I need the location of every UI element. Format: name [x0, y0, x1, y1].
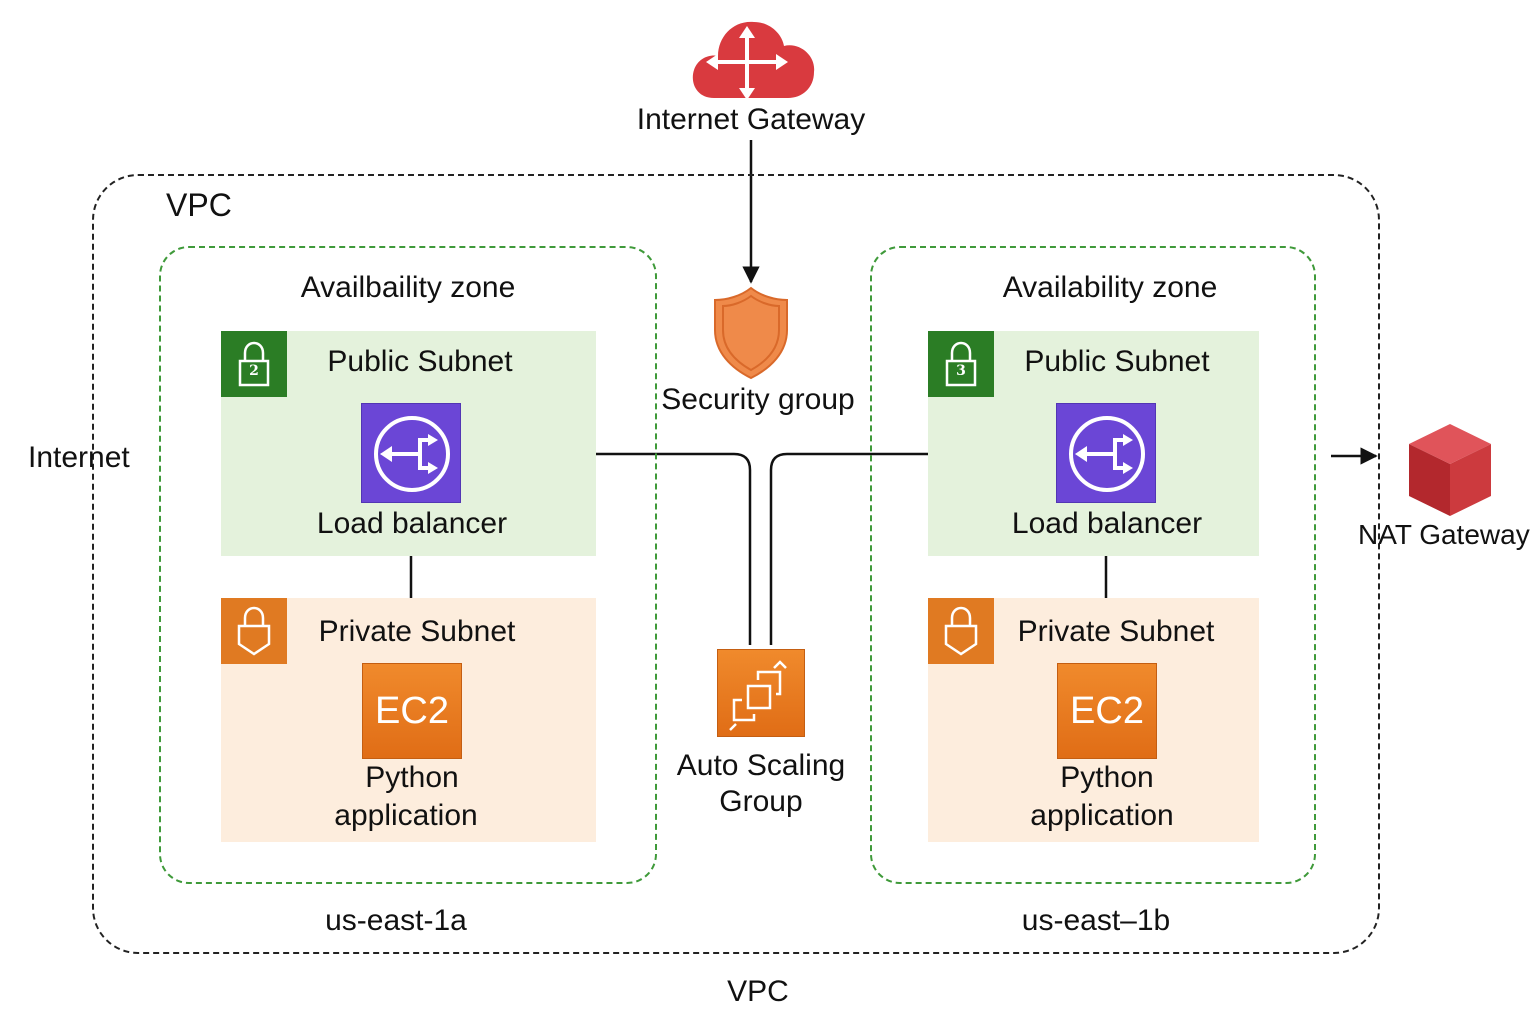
load-balancer-b: [1056, 403, 1156, 503]
load-balancer-icon: [1069, 416, 1145, 492]
region-a-label: us-east-1a: [325, 904, 467, 937]
asg-to-lb-right-arrow: [769, 445, 1054, 645]
private-subnet-a-badge: [221, 598, 287, 664]
ec2-b-label: EC2: [1070, 689, 1144, 732]
lock-icon: [945, 341, 977, 387]
shield-lock-icon: [237, 606, 271, 656]
auto-scaling-group: [717, 649, 805, 737]
python-app-a-line1: Python: [365, 761, 459, 794]
private-subnet-a-label: Private Subnet: [318, 615, 516, 648]
vpc-boundary: [92, 174, 1380, 954]
availability-zone-b: [870, 246, 1316, 884]
python-app-b-line2: application: [1030, 799, 1174, 832]
public-subnet-a-label: Public Subnet: [327, 345, 513, 378]
internet-gateway-label: Internet Gateway: [636, 103, 866, 136]
availability-zone-a: [159, 246, 657, 884]
internet-gateway: [690, 12, 818, 100]
public-subnet-a-badge: 2: [221, 331, 287, 397]
security-group: [713, 286, 789, 380]
load-balancer-a-label: Load balancer: [316, 507, 508, 540]
private-subnet-b-label: Private Subnet: [1017, 615, 1215, 648]
public-subnet-b-label: Public Subnet: [1024, 345, 1210, 378]
auto-scaling-icon: [729, 660, 787, 731]
vpc-label-bottom: VPC: [727, 975, 789, 1008]
ec2-a: EC2: [362, 663, 462, 759]
ec2-b: EC2: [1057, 663, 1157, 759]
lock-icon: [238, 341, 270, 387]
region-b-label: us-east–1b: [1021, 904, 1171, 937]
cube-icon: [1409, 424, 1491, 516]
python-app-a-line2: application: [334, 799, 478, 832]
nat-gateway: [1407, 422, 1493, 518]
python-app-b-line1: Python: [1060, 761, 1154, 794]
load-balancer-b-label: Load balancer: [1011, 507, 1203, 540]
ec2-a-label: EC2: [375, 689, 449, 732]
auto-scaling-label-1: Auto Scaling: [676, 749, 846, 782]
private-subnet-b-badge: [928, 598, 994, 664]
az-b-title: Availability zone: [1002, 271, 1218, 304]
router-cloud-icon: [692, 21, 815, 100]
public-subnet-b-badge: 3: [928, 331, 994, 397]
load-balancer-icon: [374, 416, 450, 492]
lb-left-to-asg-line: [462, 452, 752, 645]
security-group-label: Security group: [661, 383, 855, 416]
az-a-title: Availbaility zone: [300, 271, 516, 304]
shield-icon: [714, 286, 788, 380]
vpc-label-top: VPC: [166, 187, 232, 223]
shield-lock-icon: [944, 606, 978, 656]
internet-label: Internet: [28, 441, 130, 474]
auto-scaling-label-2: Group: [719, 785, 803, 818]
public-subnet-a-badge-number: 2: [249, 363, 259, 379]
load-balancer-a: [361, 403, 461, 503]
nat-gateway-label: NAT Gateway: [1358, 519, 1530, 550]
public-subnet-b-badge-number: 3: [956, 363, 966, 379]
